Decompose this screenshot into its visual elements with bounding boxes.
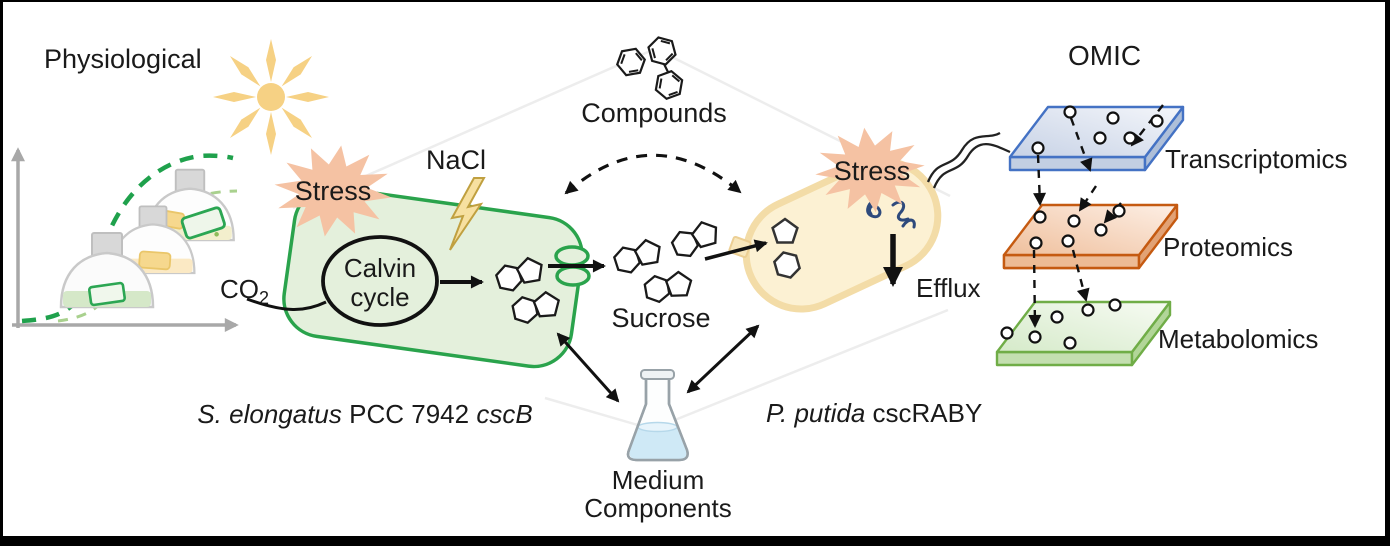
compounds-label: Compounds — [581, 98, 727, 128]
medium-flask-area — [556, 324, 760, 462]
co2-label: CO2 — [220, 274, 270, 309]
omics-data-points — [1000, 105, 1164, 350]
erlenmeyer-flask-icon — [626, 369, 689, 462]
metabolomics-label: Metabolomics — [1158, 324, 1319, 354]
growth-chart — [11, 147, 239, 332]
sucrose-label: Sucrose — [611, 303, 711, 333]
wavy-connector-icon — [926, 131, 1011, 189]
physiological-label: Physiological — [44, 44, 202, 74]
putida-medium-arrow — [686, 324, 760, 394]
proteomics-label: Proteomics — [1163, 232, 1294, 262]
proteomics-layer-icon — [1002, 203, 1179, 270]
sun-icon — [213, 39, 329, 155]
sucrose-pool — [612, 219, 721, 308]
calvin-cycle-ellipse — [321, 235, 439, 327]
cyano-medium-arrow — [556, 332, 620, 403]
cyanobacterium-cell — [246, 185, 606, 369]
benzene-icons — [613, 33, 685, 102]
dashed-exchange-arrow — [564, 153, 742, 195]
lightning-icon — [449, 177, 486, 251]
putida-name-label: P. putida cscRABY — [766, 398, 983, 428]
co2-input-line — [246, 297, 327, 311]
stress-label-left: Stress — [294, 176, 372, 206]
cyanobacterium-name-label: S. elongatus PCC 7942 cscB — [197, 399, 533, 429]
putida-cell — [728, 157, 942, 313]
calvin-cycle-label: Calvin cycle — [343, 253, 417, 312]
stress-label-right: Stress — [833, 156, 911, 186]
transcriptomics-label: Transcriptomics — [1165, 144, 1348, 174]
omic-label: OMIC — [1068, 40, 1142, 71]
flask-cyano-icon — [59, 232, 155, 309]
sucrose-uptake-arrow — [704, 239, 768, 261]
efflux-label: Efflux — [916, 273, 981, 303]
growth-curve-dark — [21, 153, 234, 324]
medium-components-label: Medium Components — [584, 465, 732, 523]
nacl-label: NaCl — [426, 145, 487, 175]
cscb-transporter-icon — [554, 245, 591, 287]
